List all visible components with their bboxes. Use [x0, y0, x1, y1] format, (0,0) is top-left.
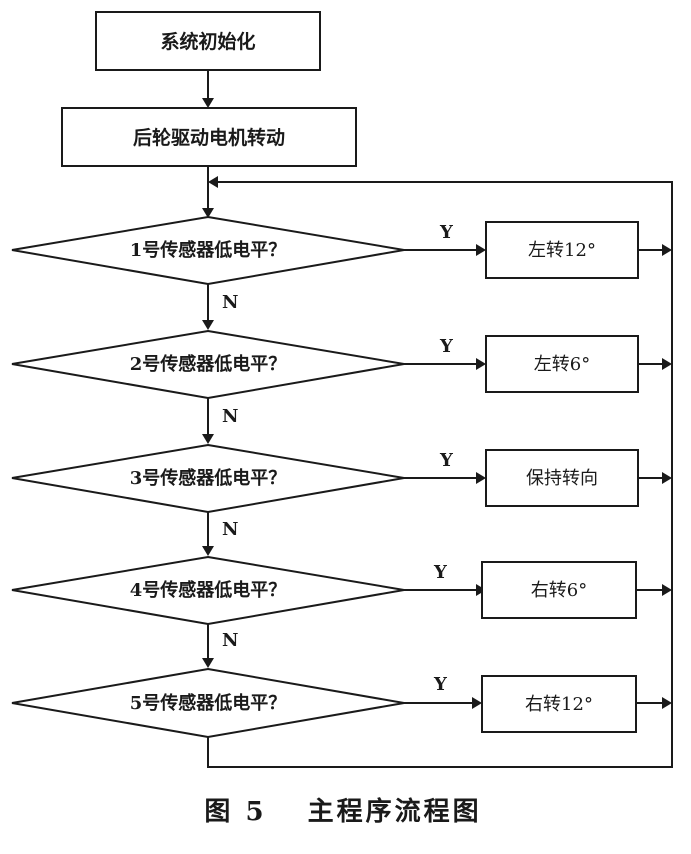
no-arrow-4	[202, 658, 214, 668]
motor-box	[61, 107, 357, 167]
yes-label-2: Y	[439, 336, 454, 357]
motor-label: 后轮驱动电机转动	[133, 126, 285, 149]
decision-label-3: 3号传感器低电平？	[130, 467, 287, 489]
action-out-arrow-4	[662, 584, 672, 596]
action-out-arrow-1	[662, 244, 672, 256]
yes-arrow-2	[476, 358, 486, 370]
decision-label-1: 1号传感器低电平？	[130, 239, 287, 261]
yes-arrow-1	[476, 244, 486, 256]
no-arrow-2	[202, 434, 214, 444]
yes-label-5: Y	[433, 674, 448, 695]
yes-label-4: Y	[433, 562, 448, 583]
decision-diamond-5	[11, 667, 405, 739]
action-out-arrow-5	[662, 697, 672, 709]
init-box	[95, 11, 321, 71]
arrow-init-motor	[202, 98, 214, 108]
yes-arrow-5	[472, 697, 482, 709]
no-arrow-3	[202, 546, 214, 556]
action-label-3: 保持转向	[526, 468, 598, 489]
action-label-4: 右转6°	[531, 580, 587, 601]
no-label-1: N	[222, 292, 238, 313]
figure-caption: 图 5 主程序流程图	[204, 796, 481, 827]
no-label-4: N	[222, 630, 238, 651]
loop-return-arrow	[208, 176, 218, 188]
yes-arrow-3	[476, 472, 486, 484]
loop-return-top	[216, 181, 673, 250]
action-box-2	[485, 335, 639, 393]
decision-label-4: 4号传感器低电平？	[130, 579, 287, 601]
action-label-1: 左转12°	[528, 240, 596, 261]
action-box-5	[481, 675, 637, 733]
no-label-3: N	[222, 519, 238, 540]
yes-label-3: Y	[439, 450, 454, 471]
no-label-2: N	[222, 406, 238, 427]
yes-label-1: Y	[439, 222, 454, 243]
action-out-arrow-2	[662, 358, 672, 370]
decision-label-5: 5号传感器低电平？	[130, 692, 287, 714]
decision-label-2: 2号传感器低电平？	[130, 353, 287, 375]
action-out-arrow-3	[662, 472, 672, 484]
arrow-motor-d1	[202, 208, 214, 218]
init-label: 系统初始化	[160, 30, 255, 53]
action-box-4	[481, 561, 637, 619]
action-label-5: 右转12°	[525, 694, 593, 715]
no-arrow-1	[202, 320, 214, 330]
action-label-2: 左转6°	[534, 354, 590, 375]
